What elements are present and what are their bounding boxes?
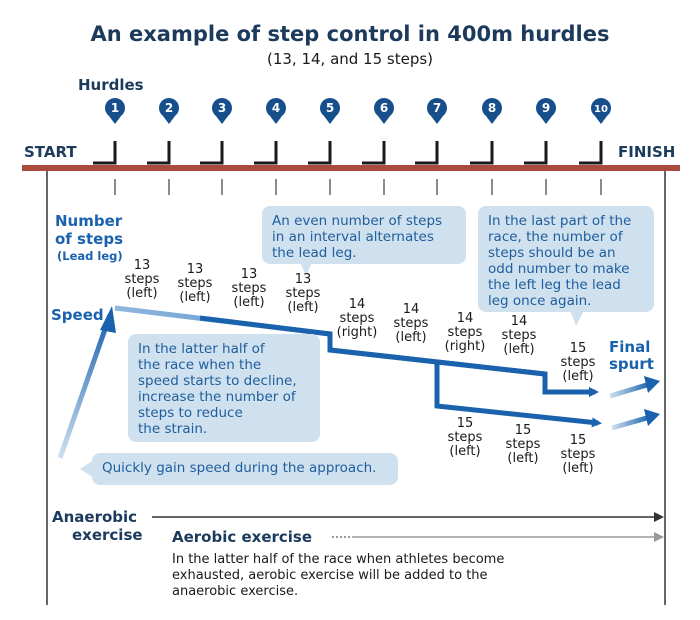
hurdle-number: 10 xyxy=(594,104,608,115)
final-spurt-label-1: Final xyxy=(609,338,651,356)
approach-arrowhead xyxy=(100,306,116,333)
hurdle-number: 3 xyxy=(218,101,226,115)
hurdle-marker-5: 5 xyxy=(320,98,340,124)
marker-pin-icon xyxy=(536,98,556,124)
final-spurt-arrowhead-lower xyxy=(644,409,660,426)
bubble-even-steps: An even number of steps in an interval a… xyxy=(262,206,466,264)
speed-line-lower xyxy=(434,361,602,428)
hurdle-8 xyxy=(470,141,494,165)
hurdle-number: 9 xyxy=(542,101,550,115)
page-subtitle: (13, 14, and 15 steps) xyxy=(266,50,434,68)
page-title: An example of step control in 400m hurdl… xyxy=(90,22,610,46)
bubble-tail-even xyxy=(300,262,312,276)
hurdle-marker-8: 8 xyxy=(482,98,503,124)
hurdle-number: 2 xyxy=(165,101,173,115)
number-of-steps-label-1: Number xyxy=(55,212,123,230)
hurdle-marker-3: 3 xyxy=(212,98,233,124)
aerobic-note-3: anaerobic exercise. xyxy=(172,584,299,599)
hurdle-marker-pins: 1 2 3 4 5 6 7 8 9 10 xyxy=(105,98,611,124)
marker-pin-icon xyxy=(266,98,286,124)
finish-label: FINISH xyxy=(618,143,676,161)
marker-pin-icon xyxy=(159,98,180,124)
hurdle-1 xyxy=(93,141,117,165)
hurdle-7 xyxy=(415,141,439,165)
final-spurt-arrow-lower xyxy=(611,414,651,431)
start-label: START xyxy=(24,143,77,161)
marker-pin-icon xyxy=(374,98,395,124)
hurdle-number: 7 xyxy=(433,101,441,115)
hurdle-number: 4 xyxy=(272,101,280,115)
final-spurt-arrowhead-upper xyxy=(644,376,660,393)
marker-pin-icon xyxy=(591,98,611,124)
approach-arrow xyxy=(57,314,113,459)
aerobic-note-2: exhausted, aerobic exercise will be adde… xyxy=(172,568,488,583)
bubble-approach: Quickly gain speed during the approach. xyxy=(92,453,398,485)
hurdle-marker-10: 10 xyxy=(591,98,611,124)
hurdles xyxy=(93,141,603,195)
final-spurt-arrow-upper xyxy=(609,381,651,399)
aerobic-label: Aerobic exercise xyxy=(172,528,313,546)
bubble-tail-approach xyxy=(80,460,94,478)
hurdle-marker-9: 9 xyxy=(536,98,556,124)
hurdle-marker-1: 1 xyxy=(105,98,125,124)
hurdle-4 xyxy=(254,141,278,165)
hurdle-5 xyxy=(308,141,332,165)
hurdles-label: Hurdles xyxy=(78,76,144,94)
hurdle-number: 8 xyxy=(488,101,496,115)
hurdle-number: 6 xyxy=(380,101,388,115)
final-spurt-label-2: spurt xyxy=(609,355,654,373)
hurdle-10 xyxy=(579,141,603,165)
track-bar xyxy=(22,165,680,171)
hurdle-marker-4: 4 xyxy=(266,98,286,124)
hurdle-marker-2: 2 xyxy=(159,98,180,124)
marker-pin-icon xyxy=(482,98,503,124)
bubble-last-part: In the last part of the race, the number… xyxy=(478,206,654,312)
bubble-latter-half: In the latter half of the race when the … xyxy=(128,334,320,442)
bubble-tail-last xyxy=(570,310,584,326)
anaerobic-label-1: Anaerobic xyxy=(52,508,138,526)
number-of-steps-label-2: of steps xyxy=(55,230,123,248)
speed-label: Speed xyxy=(51,306,104,324)
hurdle-marker-7: 7 xyxy=(427,98,448,124)
marker-pin-icon xyxy=(212,98,233,124)
marker-pin-icon xyxy=(105,98,125,124)
hurdle-3 xyxy=(200,141,224,165)
hurdle-marker-6: 6 xyxy=(374,98,395,124)
hurdle-9 xyxy=(524,141,548,165)
marker-pin-icon xyxy=(427,98,448,124)
anaerobic-label-2: exercise xyxy=(72,526,143,544)
lead-leg-label: (Lead leg) xyxy=(57,249,123,263)
hurdle-2 xyxy=(147,141,171,165)
hurdle-number: 5 xyxy=(326,101,334,115)
marker-pin-icon xyxy=(320,98,340,124)
aerobic-note-1: In the latter half of the race when athl… xyxy=(172,552,505,567)
hurdle-6 xyxy=(362,141,386,165)
hurdle-number: 1 xyxy=(111,101,119,115)
